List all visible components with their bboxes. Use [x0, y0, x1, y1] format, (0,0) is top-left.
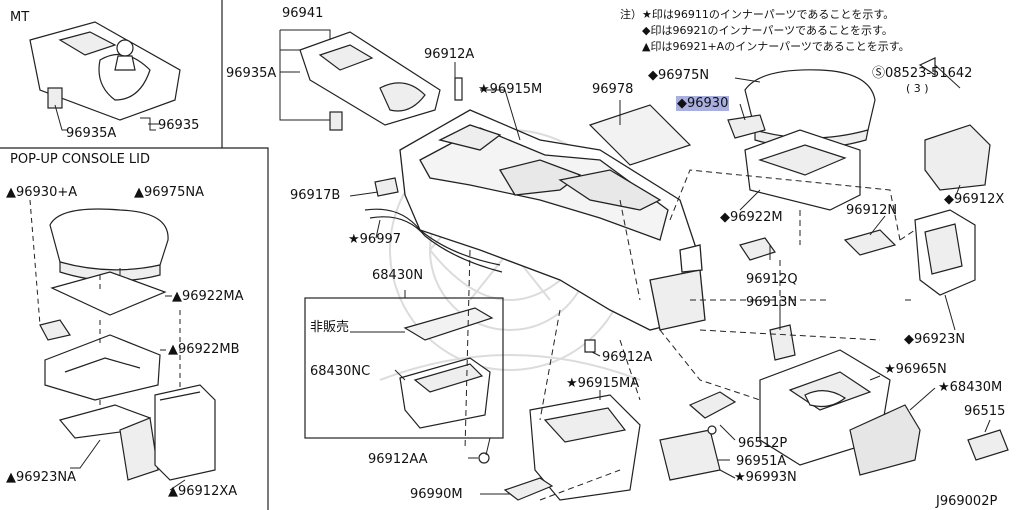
- label-96912A-top: 96912A: [424, 47, 475, 62]
- label-96912XA: ▲96912XA: [168, 484, 238, 499]
- label-96975NA: ▲96975NA: [134, 185, 204, 200]
- bracket-96512P: [688, 391, 737, 419]
- dashed-guides: [464, 169, 916, 501]
- box-inset-parts: [399, 307, 494, 429]
- shifter-trim-panel: [299, 31, 441, 131]
- label-68430N: 68430N: [372, 268, 424, 283]
- label-96978: 96978: [592, 82, 634, 97]
- popup-inset-title: POP-UP CONSOLE LID: [10, 152, 150, 167]
- label-96912Q: 96912Q: [746, 272, 798, 287]
- armrest-base: [744, 129, 861, 211]
- lid-pad-96978: [588, 104, 692, 166]
- label-96935A-mt: 96935A: [66, 126, 117, 141]
- label-96965N: ★96965N: [884, 362, 947, 377]
- legend-note-3: ▲印は96921+Aのインナーパーツであることを示す。: [642, 40, 910, 53]
- label-96915MA: ★96915MA: [566, 376, 640, 391]
- cup-holder-panel-68430M: [849, 404, 921, 476]
- label-96997: ★96997: [348, 232, 402, 247]
- bracket-96951A: [659, 429, 721, 481]
- label-96935A-top: 96935A: [226, 66, 277, 81]
- label-96930A: ▲96930+A: [6, 185, 78, 200]
- leader-lines: [70, 29, 991, 495]
- lower-tray: [529, 394, 641, 501]
- label-96923NA: ▲96923NA: [6, 470, 76, 485]
- label-96912X: ◆96912X: [944, 192, 1005, 207]
- mt-inset-title: MT: [10, 10, 30, 25]
- label-96993N: ★96993N: [734, 470, 797, 485]
- label-96922M: ◆96922M: [720, 210, 783, 225]
- label-68430NC: 68430NC: [310, 364, 371, 379]
- label-96923N: ◆96923N: [904, 332, 966, 347]
- diagram-code: J969002P: [936, 494, 998, 509]
- label-96512P: 96512P: [738, 436, 788, 451]
- label-96975N: ◆96975N: [648, 68, 710, 83]
- label-96515: 96515: [964, 404, 1006, 419]
- label-96930-highlighted: ◆96930: [676, 96, 730, 111]
- box-inset-frame: [304, 297, 504, 439]
- label-08523: Ⓢ08523-51642: [872, 66, 973, 81]
- label-96912AA: 96912AA: [368, 452, 428, 467]
- legend-note-1: 注）★印は96911のインナーパーツであることを示す。: [620, 8, 895, 21]
- mt-leader-lines: [54, 104, 160, 131]
- label-68430M: ★68430M: [938, 380, 1003, 395]
- fasteners: [374, 77, 717, 464]
- label-96915M: ★96915M: [478, 82, 543, 97]
- label-96935-mt: 96935: [158, 118, 200, 133]
- label-96922MA: ▲96922MA: [172, 289, 244, 304]
- inset-frames: [0, 0, 269, 510]
- label-08523-qty: ( 3 ): [906, 82, 929, 95]
- legend-note-2: ◆印は96921のインナーパーツであることを示す。: [642, 24, 893, 37]
- label-96913N: 96913N: [746, 295, 798, 310]
- label-not-for-sale: 非販売: [310, 320, 350, 335]
- label-96941: 96941: [282, 6, 324, 21]
- main-console-body: [399, 109, 706, 331]
- popup-lid-parts: [39, 208, 216, 481]
- bracket-96990M: [503, 477, 554, 501]
- label-96990M: 96990M: [410, 487, 463, 502]
- mt-shifter-console: [29, 21, 181, 121]
- switch-96515: [967, 429, 1009, 461]
- popup-dashed-leaders: [29, 199, 181, 410]
- label-96912A-mid: 96912A: [602, 350, 653, 365]
- label-96922MB: ▲96922MB: [168, 342, 240, 357]
- hinge-96930: [727, 114, 766, 139]
- label-96912N: 96912N: [846, 203, 898, 218]
- wire-harness-96997: [364, 208, 503, 273]
- right-side-parts: [739, 57, 991, 361]
- label-96951A: 96951A: [736, 454, 787, 469]
- label-96917B: 96917B: [290, 188, 341, 203]
